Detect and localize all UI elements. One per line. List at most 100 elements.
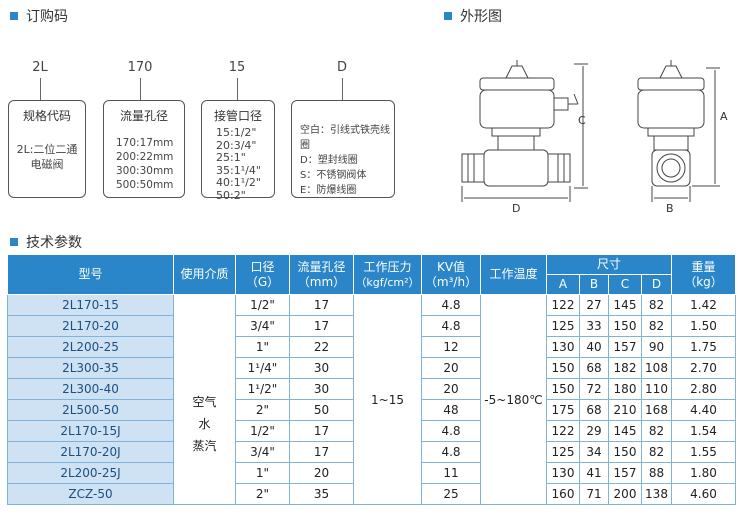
table-row: ZCZ-50 2" 35 25 160 71 200 138 4.60 [7, 483, 737, 505]
cell-c: 200 [608, 483, 642, 505]
cell-orifice: 22 [289, 336, 354, 358]
box-line: 2L:二位二通 [16, 143, 78, 156]
box-line: 50:2" [216, 188, 246, 202]
cell-a: 175 [546, 399, 580, 421]
section-title-text: 外形图 [460, 9, 502, 25]
cell-model: 2L170-20 [7, 315, 174, 337]
cell-orifice: 30 [289, 357, 354, 379]
header-orifice: 流量孔径（mm） [289, 254, 354, 295]
cell-port: 1" [235, 336, 290, 358]
box-line: 200:22mm [116, 151, 174, 163]
table-row: 2L500-50 2" 50 48 175 68 210 168 4.40 [7, 399, 737, 421]
box-line: 电磁阀 [30, 158, 64, 171]
cell-d: 82 [640, 441, 673, 463]
box-title: 接管口径 [213, 109, 262, 123]
box-body: 2L:二位二通 电磁阀 [9, 142, 85, 172]
box-line: S：不锈钢阀体 [300, 170, 367, 181]
header-kv-line2: （m³/h） [424, 274, 478, 289]
spec-code-box: 规格代码 2L:二位二通 电磁阀 [8, 100, 86, 198]
cell-d: 110 [640, 378, 673, 400]
header-kv-line1: KV值 [436, 259, 466, 274]
cell-kv: 20 [421, 357, 481, 379]
cell-c: 145 [608, 420, 642, 442]
header-row: 型号 使用介质 口径（G） 流量孔径（mm） 工作压力（kgf/cm²） KV值… [7, 254, 737, 295]
connector-line [40, 78, 41, 100]
box-line: 25:1" [216, 151, 246, 164]
cell-b: 34 [579, 441, 609, 463]
section-marker-icon [10, 238, 18, 246]
cell-orifice: 17 [289, 315, 354, 337]
cell-d: 108 [640, 357, 673, 379]
box-line: 35:1¹/4" [216, 163, 261, 177]
box-body: 空白：引线式铁壳线圈 D：塑封线圈 S：不锈钢阀体 E：防爆线圈 [300, 123, 394, 198]
box-line: E：防爆线圈 [300, 185, 357, 196]
cell-b: 71 [579, 483, 609, 505]
cell-a: 150 [546, 357, 580, 379]
cell-port: 1/2" [235, 420, 290, 442]
cell-port: 3/4" [235, 315, 290, 337]
header-temp: 工作温度 [480, 254, 547, 295]
box-line: 300:30mm [116, 165, 174, 177]
header-dim-c: C [608, 274, 642, 295]
section-title-text: 订购码 [26, 9, 68, 25]
cell-kv: 48 [421, 399, 481, 421]
cell-weight: 1.55 [671, 441, 737, 463]
cell-temperature: -5~180℃ [480, 294, 547, 505]
header-media: 使用介质 [173, 254, 236, 295]
cell-orifice: 35 [289, 483, 354, 505]
cell-c: 145 [608, 294, 642, 316]
section-title-text: 技术参数 [26, 235, 82, 251]
cell-weight: 2.70 [671, 357, 737, 379]
cell-orifice: 17 [289, 420, 354, 442]
header-dim-d: D [640, 274, 673, 295]
cell-kv: 20 [421, 378, 481, 400]
header-dim-a: A [546, 274, 580, 295]
tech-table: 型号 使用介质 口径（G） 流量孔径（mm） 工作压力（kgf/cm²） KV值… [7, 254, 737, 505]
cell-d: 90 [640, 336, 673, 358]
code-option: D [336, 60, 347, 75]
cell-model: ZCZ-50 [7, 483, 174, 505]
box-title: 规格代码 [22, 109, 71, 123]
section-title-order-code: 订购码 [10, 6, 68, 26]
cell-b: 33 [579, 315, 609, 337]
media-item: 空气 [192, 394, 217, 409]
cell-model: 2L200-25 [7, 336, 174, 358]
connector-line [140, 78, 141, 100]
cell-kv: 12 [421, 336, 481, 358]
dim-label-b: B [666, 202, 674, 215]
table-row: 2L170-20J 3/4" 17 4.8 125 34 150 82 1.55 [7, 441, 737, 463]
cell-orifice: 30 [289, 378, 354, 400]
header-weight-line2: （kg） [684, 274, 723, 289]
cell-media: 空气 水 蒸汽 [173, 294, 236, 505]
cell-weight: 1.42 [671, 294, 737, 316]
cell-port: 2" [235, 483, 290, 505]
cell-c: 150 [608, 315, 642, 337]
cell-port: 1¹/2" [235, 378, 290, 400]
cell-weight: 1.80 [671, 462, 737, 484]
option-box: 空白：引线式铁壳线圈 D：塑封线圈 S：不锈钢阀体 E：防爆线圈 [291, 100, 395, 198]
dim-label-c: C [578, 114, 586, 127]
cell-c: 180 [608, 378, 642, 400]
cell-c: 150 [608, 441, 642, 463]
orifice-box: 流量孔径 170:17mm 200:22mm 300:30mm 500:50mm [103, 100, 185, 198]
cell-model: 2L300-35 [7, 357, 174, 379]
cell-orifice: 17 [289, 441, 354, 463]
code-spec: 2L [32, 60, 48, 75]
cell-port: 1¹/4" [235, 357, 290, 379]
code-orifice: 170 [127, 60, 153, 75]
dim-label-a: A [720, 110, 728, 123]
cell-weight: 4.40 [671, 399, 737, 421]
header-dim-b: B [579, 274, 609, 295]
cell-weight: 2.80 [671, 378, 737, 400]
cell-model: 2L170-15 [7, 294, 174, 316]
cell-d: 82 [640, 420, 673, 442]
section-title-outline: 外形图 [444, 6, 502, 26]
header-kv: KV值（m³/h） [421, 254, 481, 295]
header-port-line2: （G） [245, 274, 280, 289]
cell-d: 168 [640, 399, 673, 421]
cell-a: 125 [546, 441, 580, 463]
section-marker-icon [444, 12, 452, 20]
cell-a: 130 [546, 462, 580, 484]
cell-port: 2" [235, 399, 290, 421]
cell-weight: 1.50 [671, 315, 737, 337]
